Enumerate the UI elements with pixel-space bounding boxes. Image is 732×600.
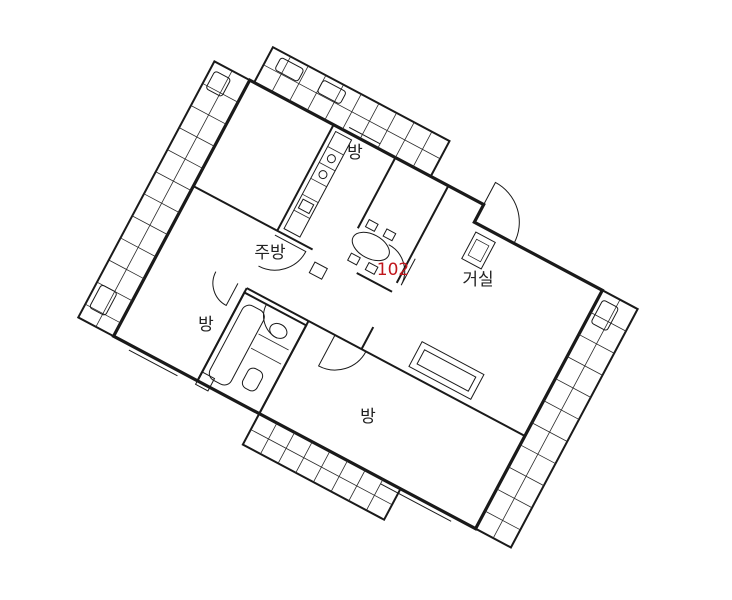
room-label-bottom: 방 xyxy=(360,407,376,427)
door-swing xyxy=(258,234,307,271)
room-label-left: 방 xyxy=(198,315,214,335)
bathtub-icon xyxy=(208,304,265,386)
balcony-tile xyxy=(484,299,627,539)
door-swing xyxy=(263,303,289,339)
shoe-closet-detail xyxy=(467,238,490,263)
door-swing xyxy=(212,271,239,307)
sink-icon xyxy=(269,322,288,339)
kitchen-counter-detail xyxy=(293,146,344,219)
closet xyxy=(194,371,216,392)
floor-plan-drawing xyxy=(76,45,640,549)
sink-icon xyxy=(297,198,315,215)
balcony-tile xyxy=(263,56,441,168)
interior-wall xyxy=(356,272,393,293)
door-swing xyxy=(388,244,416,286)
toilet-icon xyxy=(241,367,264,392)
washing-machine-icon xyxy=(206,71,231,97)
interior-wall xyxy=(276,124,335,232)
utility-sink-icon xyxy=(591,300,619,331)
interior-wall xyxy=(308,320,526,437)
unit-number-label: 102 xyxy=(377,260,409,280)
interior-wall xyxy=(395,185,450,284)
interior-wall xyxy=(246,287,310,322)
chair-icon xyxy=(346,252,361,266)
balcony-tile xyxy=(250,422,393,511)
door-swing xyxy=(473,181,520,244)
interior-wall xyxy=(356,157,397,229)
chair-icon xyxy=(382,228,397,242)
stove-burner-icon xyxy=(326,154,336,164)
shoe-closet xyxy=(461,231,496,270)
interior-wall xyxy=(192,185,314,251)
room-label-living: 거실 xyxy=(462,270,493,290)
sofa-icon xyxy=(408,341,485,400)
room-label-kitchen: 주방 xyxy=(254,243,286,263)
utility-sink-icon xyxy=(275,57,304,82)
window xyxy=(128,345,181,377)
balcony-tile xyxy=(85,70,239,327)
chair-icon xyxy=(364,261,379,275)
bath-tile xyxy=(250,333,289,365)
interior-wall xyxy=(360,326,375,350)
room-label-top: 방 xyxy=(347,143,363,163)
refrigerator-icon xyxy=(308,261,328,280)
stove-burner-icon xyxy=(318,170,328,180)
chair-icon xyxy=(364,218,379,233)
dining-table-icon xyxy=(351,231,390,262)
kitchen-counter xyxy=(283,130,353,238)
utility-sink-icon xyxy=(89,285,117,316)
utility-sink-icon xyxy=(317,80,346,104)
door-swing xyxy=(317,334,367,371)
